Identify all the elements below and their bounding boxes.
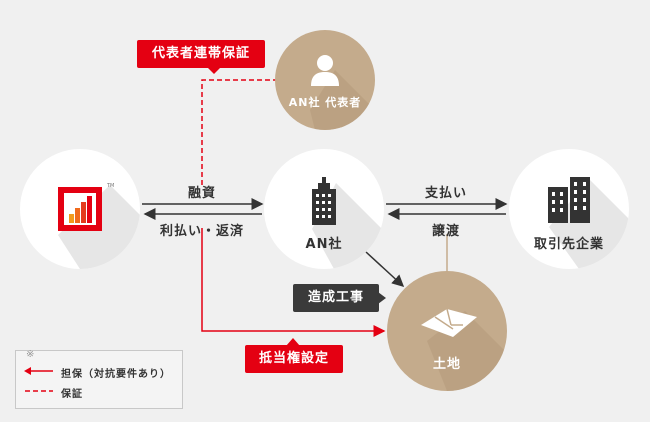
business-partner-node: 取引先企業 xyxy=(509,149,629,269)
mortgage-tag: 抵当権設定 xyxy=(245,345,343,373)
building-icon xyxy=(312,177,336,225)
legend-collateral-label: 担保（対抗要件あり） xyxy=(61,369,171,380)
lender-logo-icon xyxy=(58,187,102,231)
payment-label: 支払い xyxy=(424,186,467,201)
an-company-label: AN社 xyxy=(305,237,343,252)
guarantee-tag-pointer xyxy=(207,67,221,74)
business-partner-shadow xyxy=(549,179,629,269)
buildings-icon xyxy=(548,177,590,223)
land-parcel-icon xyxy=(421,308,477,337)
guarantee-line xyxy=(201,79,278,188)
representative-node: AN社 代表者 xyxy=(275,30,375,130)
legend-collateral-line xyxy=(24,367,53,375)
legend-guarantee-line xyxy=(25,390,53,392)
mortgage-tag-pointer xyxy=(286,338,300,346)
an-company-node: AN社 xyxy=(264,149,384,269)
legend-note: ※ xyxy=(26,349,35,360)
loan-label: 融資 xyxy=(187,186,216,201)
guarantee-tag: 代表者連帯保証 xyxy=(137,40,265,68)
transfer-label: 譲渡 xyxy=(431,224,460,239)
person-icon xyxy=(311,55,339,86)
land-label: 土地 xyxy=(432,357,461,372)
legend-guarantee-label: 保証 xyxy=(61,389,83,400)
representative-label: AN社 代表者 xyxy=(288,96,362,109)
land-node: 土地 xyxy=(387,271,507,391)
lender-trademark: TM xyxy=(107,183,115,189)
construction-tag-pointer xyxy=(378,292,386,304)
legend: ※ 担保（対抗要件あり） 保証 xyxy=(15,349,183,409)
business-partner-label: 取引先企業 xyxy=(533,237,604,252)
construction-tag: 造成工事 xyxy=(293,284,379,312)
mortgage-arrow xyxy=(201,228,386,337)
repayment-label: 利払い・返済 xyxy=(159,224,244,239)
lender-node: TM xyxy=(20,149,140,269)
